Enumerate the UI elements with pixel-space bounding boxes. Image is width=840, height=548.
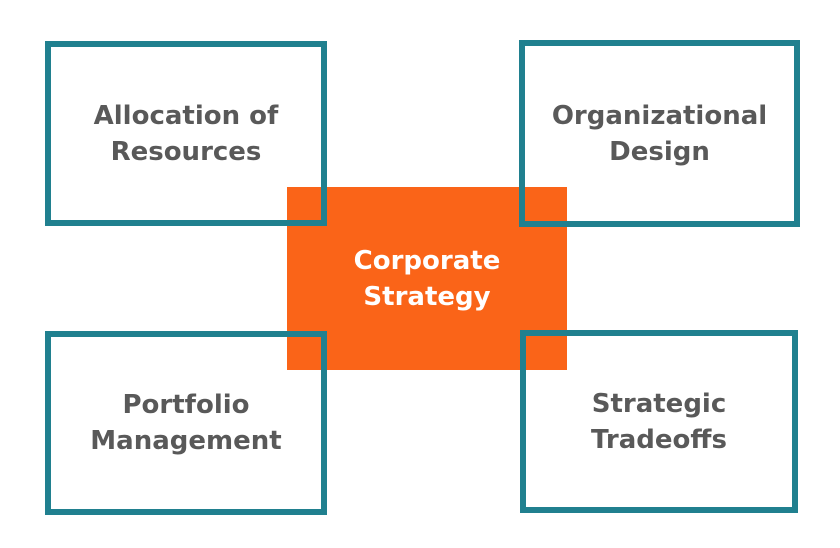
center-node-label-line-1: Corporate — [353, 245, 501, 276]
node-allocation-of-resources: Allocation of Resources — [45, 41, 327, 226]
node-label-line-2: Management — [90, 426, 282, 456]
node-label-line-2: Design — [609, 136, 710, 167]
node-label-line-1: Strategic — [591, 388, 727, 419]
center-node-label-line-2: Strategy — [363, 281, 491, 312]
node-portfolio-management: Portfolio Management — [45, 331, 327, 515]
node-organizational-design: Organizational Design — [519, 40, 800, 227]
node-label-line-2: Tradeoffs — [591, 424, 727, 455]
node-label-line-1: Allocation of — [93, 100, 279, 131]
node-label-line-1: Organizational — [551, 100, 768, 131]
node-strategic-tradeoffs: Strategic Tradeoffs — [520, 330, 798, 513]
node-label-line-2: Resources — [110, 136, 262, 167]
node-label-line-1: Portfolio — [122, 390, 250, 420]
